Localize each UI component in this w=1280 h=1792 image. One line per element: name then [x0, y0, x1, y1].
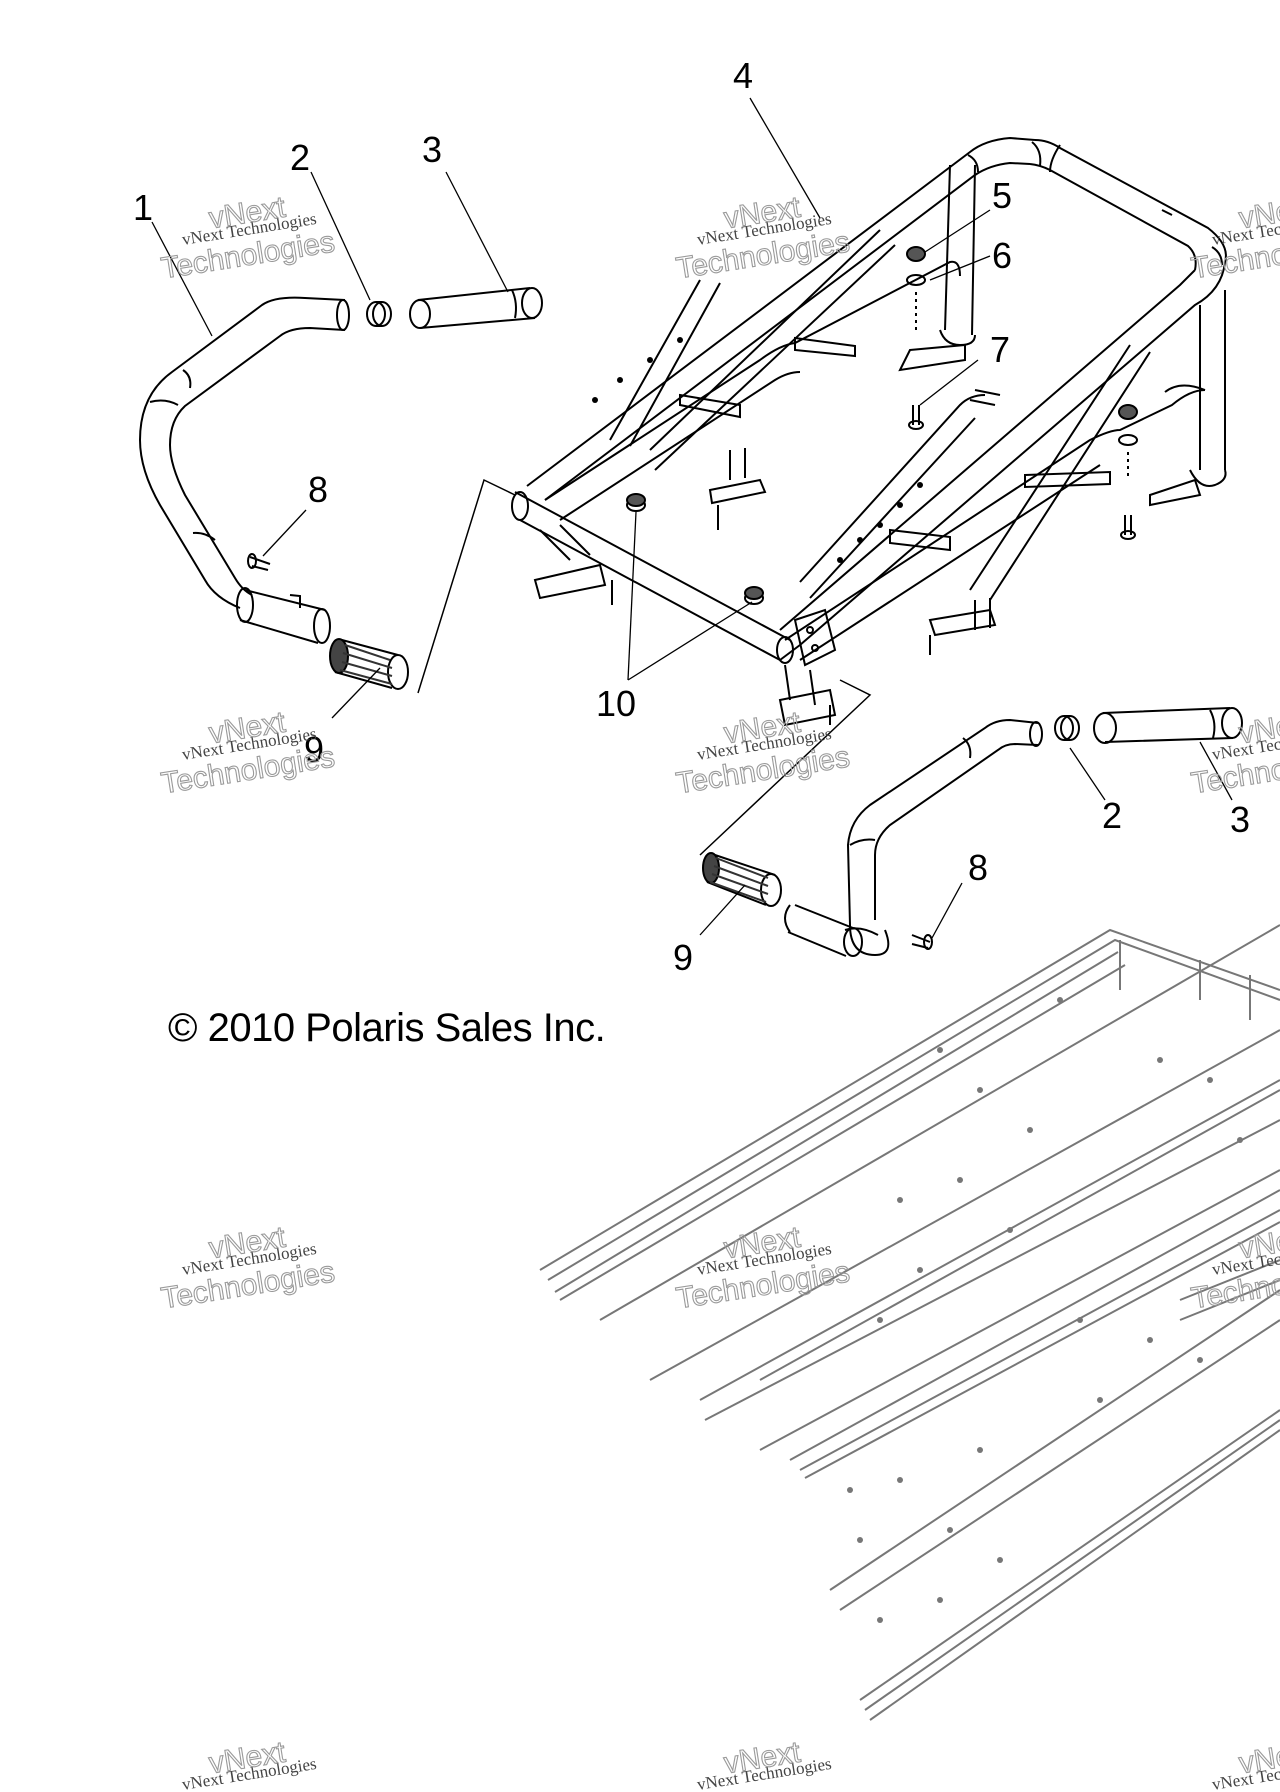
callout-3-left: 3 — [422, 129, 442, 170]
callout-8-left: 8 — [308, 469, 328, 510]
callout-2-left: 2 — [290, 137, 310, 178]
callout-9-right: 9 — [673, 937, 693, 978]
watermark: vNext Technologies vNext — [181, 1735, 318, 1792]
svg-text:vNext: vNext — [1237, 1221, 1280, 1266]
watermark: vNext Technologies vNext Technologies — [1188, 190, 1280, 286]
callout-4: 4 — [733, 55, 753, 96]
grab-handle-right — [784, 718, 1043, 957]
copyright-notice: © 2010 Polaris Sales Inc. — [168, 1006, 606, 1050]
handle-tube-3-left — [409, 287, 543, 329]
watermark: vNext Technologies vNext Technologies — [673, 190, 852, 286]
callout-numbers: 1 2 3 4 5 6 7 8 9 10 2 3 8 9 — [133, 55, 1250, 978]
watermark: vNext Technologies vNext Technologies — [1188, 1220, 1280, 1316]
assembly-guide-lines — [417, 478, 872, 856]
watermark: vNext Technologies vNext Technologies — [158, 190, 337, 286]
watermark: vNext Technologies vNext — [1211, 1735, 1280, 1792]
watermark: vNext Technologies vNext — [696, 1735, 833, 1792]
callout-6: 6 — [992, 235, 1012, 276]
leader-lines — [151, 97, 1233, 939]
callout-10: 10 — [596, 683, 636, 724]
end-cap-2-right — [1054, 715, 1080, 741]
end-cap-2-left — [366, 301, 392, 327]
rack-bolt-holes — [592, 337, 923, 563]
nuts-10 — [626, 493, 764, 605]
washer-6 — [906, 274, 1138, 446]
callout-5: 5 — [992, 175, 1012, 216]
snowmobile-tunnel — [539, 924, 1280, 1721]
svg-text:vNext: vNext — [1237, 1736, 1280, 1781]
grip-9-right — [702, 852, 782, 907]
svg-text:vNext: vNext — [1237, 706, 1280, 751]
callout-2-right: 2 — [1102, 795, 1122, 836]
rear-rack-4 — [511, 136, 1227, 727]
callout-8-right: 8 — [968, 847, 988, 888]
callout-1: 1 — [133, 187, 153, 228]
screw-8-right — [911, 934, 933, 950]
grip-9-left — [329, 638, 409, 690]
screw-8-left — [247, 553, 271, 571]
grab-handle-left — [138, 296, 350, 644]
svg-text:vNext: vNext — [1237, 191, 1280, 236]
nut-5 — [906, 246, 1138, 420]
watermark: vNext Technologies vNext Technologies — [158, 705, 337, 801]
watermark: vNext Technologies vNext Technologies — [673, 705, 852, 801]
bolt-7 — [908, 292, 1136, 540]
watermark: vNext Technologies vNext Technologies — [158, 1220, 337, 1316]
tunnel-rivet-dots — [847, 997, 1243, 1623]
callout-3-right: 3 — [1230, 799, 1250, 840]
handle-tube-3-right — [1093, 707, 1243, 744]
callout-9-left: 9 — [304, 729, 324, 770]
watermark: vNext Technologies vNext Technologies — [1188, 705, 1280, 801]
callout-7: 7 — [990, 329, 1010, 370]
